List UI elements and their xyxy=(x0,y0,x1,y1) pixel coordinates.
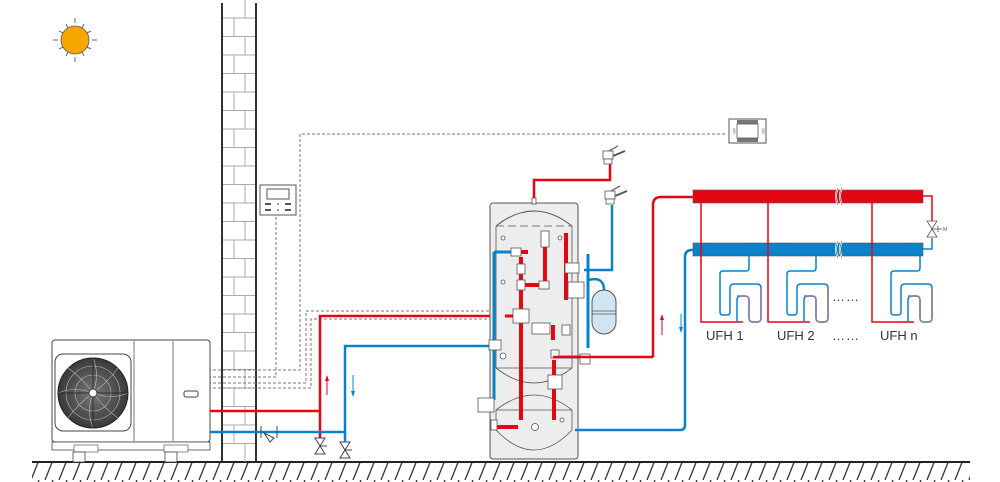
hot-water-outlet-pipe xyxy=(532,163,612,198)
ellipsis-loops: …… xyxy=(832,289,860,304)
y-strainer xyxy=(260,426,278,443)
control-wiring xyxy=(183,133,727,389)
ufh-loop-label-1: UFH 1 xyxy=(706,328,744,343)
sun-icon xyxy=(53,18,97,62)
ufh-loop xyxy=(767,203,829,323)
primary-flow-pipe xyxy=(210,314,490,440)
isolation-valve-flow[interactable] xyxy=(314,437,327,455)
ufh-loop-label-n: UFH n xyxy=(880,328,918,343)
flow-arrow-up-icon xyxy=(325,375,329,395)
room-thermostat[interactable]: ON ON xyxy=(728,118,767,144)
ufh-supply-manifold xyxy=(692,187,924,206)
flow-arrow-down-icon xyxy=(679,314,683,333)
control-box xyxy=(531,322,551,335)
handle-icon xyxy=(183,390,199,398)
brick-wall xyxy=(221,0,257,462)
bypass-pipe xyxy=(923,195,933,250)
flow-arrow-down-icon xyxy=(351,375,355,397)
ufh-return-manifold xyxy=(692,240,924,259)
hot-water-tap[interactable] xyxy=(602,145,626,165)
primary-return-pipe xyxy=(210,344,490,434)
cold-water-inlet-pipe xyxy=(584,205,614,272)
ellipsis-label: …… xyxy=(832,328,860,343)
thermostat-left-label: ON xyxy=(732,128,736,134)
ufh-loop xyxy=(871,203,933,323)
thermostat-right-label: ON xyxy=(761,128,765,134)
isolation-valve-return[interactable] xyxy=(339,441,352,459)
heating-return-pipe xyxy=(575,248,693,432)
ground xyxy=(32,461,970,482)
heat-pump-outdoor-unit xyxy=(51,339,211,463)
ufh-loop xyxy=(700,203,762,323)
expansion-vessel xyxy=(587,277,617,335)
ufh-loop-label-2: UFH 2 xyxy=(777,328,815,343)
mixing-valve-label: M xyxy=(943,227,947,233)
mixing-valve[interactable]: M xyxy=(926,220,947,238)
wired-controller[interactable] xyxy=(259,184,297,216)
flow-arrow-up-icon xyxy=(660,314,664,335)
cold-water-tap[interactable] xyxy=(604,185,628,205)
heating-flow-pipe xyxy=(651,195,693,357)
